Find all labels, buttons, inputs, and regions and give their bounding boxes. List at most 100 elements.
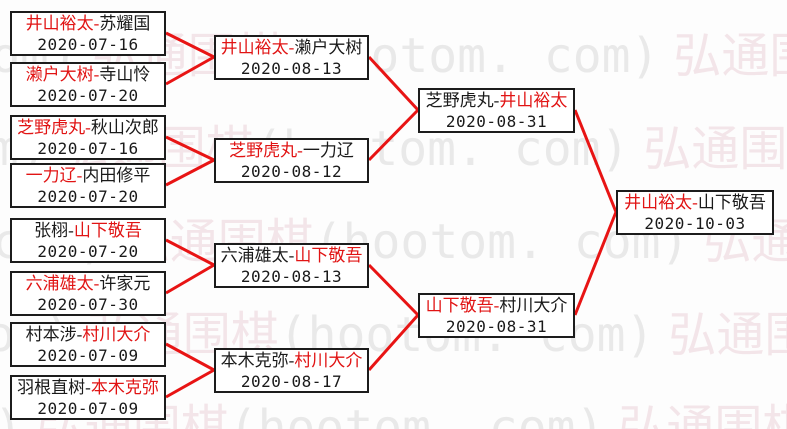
player2-name: 濑户大树 xyxy=(294,37,363,57)
match-box: 一力辽-内田修平 2020-07-20 xyxy=(10,163,166,208)
match-players: 一力辽-内田修平 xyxy=(26,165,151,186)
match-box: 本木克弥-村川大介 2020-08-17 xyxy=(214,348,369,393)
match-box: 井山裕太-濑户大树 2020-08-13 xyxy=(214,35,369,80)
player2-name: 苏耀国 xyxy=(99,13,151,33)
separator: - xyxy=(76,324,83,344)
match-date: 2020-07-16 xyxy=(37,138,139,158)
player1-name: 井山裕太 xyxy=(25,13,94,33)
player2-name: 村川大介 xyxy=(499,295,568,315)
player1-name: 芝野虎丸 xyxy=(17,117,86,137)
separator: - xyxy=(68,220,74,240)
player1-name: 芝野虎丸 xyxy=(229,140,298,160)
match-box: 芝野虎丸-秋山次郎 2020-07-16 xyxy=(10,115,166,160)
watermark-en-text: (hootom. com) xyxy=(228,400,605,429)
connector-line xyxy=(165,31,215,59)
match-players: 六浦雄太-山下敬吾 xyxy=(221,245,363,266)
separator: - xyxy=(93,13,100,33)
match-date: 2020-10-03 xyxy=(644,213,746,233)
player1-name: 井山裕太 xyxy=(220,37,289,57)
watermark-row: 弘通围棋(hootom. com)弘通围棋(hootom. com)弘通围棋(h… xyxy=(0,400,787,429)
connector-line xyxy=(165,342,215,372)
match-players: 芝野虎丸-秋山次郎 xyxy=(17,117,159,138)
match-box: 芝野虎丸-井山裕太 2020-08-31 xyxy=(418,88,575,133)
separator: - xyxy=(93,273,100,293)
match-players: 本木克弥-村川大介 xyxy=(221,350,363,371)
player2-name: 一力辽 xyxy=(302,140,354,160)
match-date: 2020-08-17 xyxy=(240,371,343,391)
match-date: 2020-07-16 xyxy=(37,34,139,54)
separator: - xyxy=(288,350,295,370)
match-players: 芝野虎丸-一力辽 xyxy=(229,140,354,161)
match-box: 井山裕太-苏耀国 2020-07-16 xyxy=(10,11,166,56)
player1-name: 六浦雄太 xyxy=(25,273,94,293)
connector-line xyxy=(165,158,215,187)
player1-name: 芝野虎丸 xyxy=(425,90,494,110)
separator: - xyxy=(288,37,295,57)
player1-name: 井山裕太 xyxy=(624,192,693,212)
match-players: 羽根直树-本木克弥 xyxy=(17,377,159,398)
connector-line xyxy=(367,263,420,317)
match-box: 张栩-山下敬吾 2020-07-20 xyxy=(10,218,166,263)
match-box: 村本涉-村川大介 2020-07-09 xyxy=(10,322,166,367)
connector-line xyxy=(165,135,215,162)
match-date: 2020-07-20 xyxy=(37,85,139,105)
connector-line xyxy=(367,108,420,162)
match-box: 芝野虎丸-一力辽 2020-08-12 xyxy=(214,138,369,183)
player1-name: 濑户大树 xyxy=(25,64,94,84)
match-date: 2020-07-09 xyxy=(37,398,139,418)
separator: - xyxy=(297,140,303,160)
watermark-cn-text: 弘通围棋 xyxy=(668,309,787,362)
player2-name: 村川大介 xyxy=(294,350,363,370)
match-date: 2020-08-12 xyxy=(240,161,343,181)
player2-name: 秋山次郎 xyxy=(90,117,159,137)
match-date: 2020-07-20 xyxy=(37,241,139,261)
match-date: 2020-07-30 xyxy=(37,294,139,314)
player1-name: 本木克弥 xyxy=(220,350,289,370)
match-date: 2020-08-13 xyxy=(240,266,343,286)
connector-line xyxy=(165,263,215,295)
match-box: 六浦雄太-许家元 2020-07-30 xyxy=(10,271,166,316)
match-date: 2020-08-31 xyxy=(445,316,548,336)
match-players: 井山裕太-苏耀国 xyxy=(26,13,151,34)
connector-line xyxy=(165,238,215,267)
match-players: 张栩-山下敬吾 xyxy=(34,220,142,241)
match-players: 芝野虎丸-井山裕太 xyxy=(426,90,568,111)
watermark-cn-text: 弘通围棋 xyxy=(673,30,787,83)
match-date: 2020-07-20 xyxy=(37,186,139,206)
player2-name: 寺山怜 xyxy=(99,64,151,84)
match-box: 羽根直树-本木克弥 2020-07-09 xyxy=(10,375,166,420)
connector-line xyxy=(367,314,420,371)
connector-line xyxy=(573,109,618,213)
player1-name: 张栩 xyxy=(34,220,69,240)
match-box: 井山裕太-山下敬吾 2020-10-03 xyxy=(616,190,774,235)
connector-line xyxy=(573,211,618,316)
player2-name: 村川大介 xyxy=(82,324,151,344)
match-box: 山下敬吾-村川大介 2020-08-31 xyxy=(418,293,575,338)
player1-name: 村本涉 xyxy=(25,324,77,344)
match-players: 井山裕太-濑户大树 xyxy=(221,37,363,58)
connector-line xyxy=(165,368,215,399)
player2-name: 本木克弥 xyxy=(90,377,159,397)
separator: - xyxy=(93,64,100,84)
separator: - xyxy=(493,90,500,110)
match-players: 六浦雄太-许家元 xyxy=(26,273,151,294)
player2-name: 山下敬吾 xyxy=(697,192,766,212)
separator: - xyxy=(76,165,83,185)
player2-name: 山下敬吾 xyxy=(294,245,363,265)
separator: - xyxy=(692,192,698,212)
player2-name: 井山裕太 xyxy=(499,90,568,110)
match-players: 山下敬吾-村川大介 xyxy=(426,295,568,316)
watermark-cn-text: 弘通围棋 xyxy=(643,123,787,176)
watermark-cn-text: 弘通围棋 xyxy=(618,402,787,429)
match-date: 2020-07-09 xyxy=(37,345,139,365)
match-players: 村本涉-村川大介 xyxy=(26,324,151,345)
player1-name: 六浦雄太 xyxy=(220,245,289,265)
match-date: 2020-08-13 xyxy=(240,58,343,78)
connector-line xyxy=(165,55,215,86)
separator: - xyxy=(493,295,500,315)
match-players: 井山裕太-山下敬吾 xyxy=(624,192,766,213)
player2-name: 山下敬吾 xyxy=(73,220,142,240)
separator: - xyxy=(85,377,91,397)
